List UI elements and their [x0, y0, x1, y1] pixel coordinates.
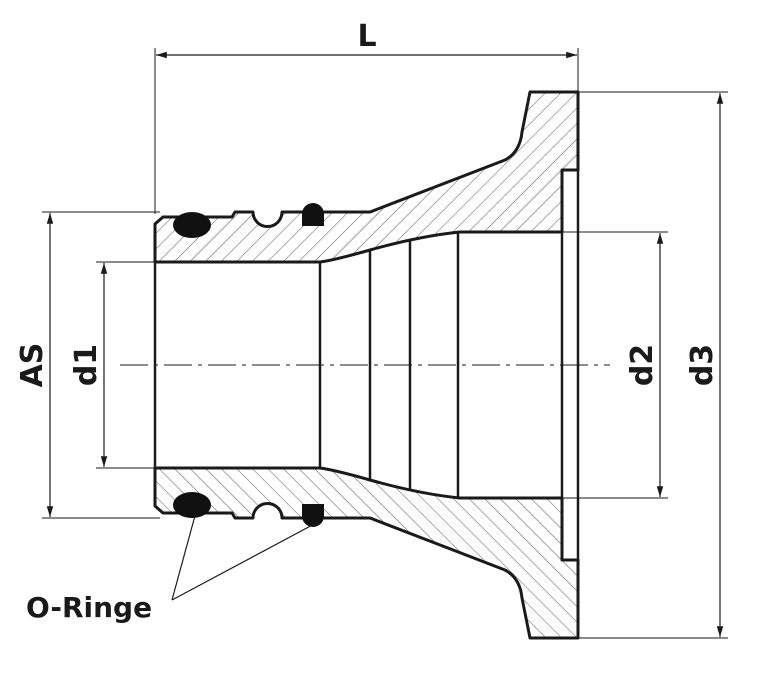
label-d1: d1 [69, 344, 104, 386]
body-section-top [153, 90, 580, 264]
body-section-bottom [153, 466, 580, 640]
dimension-lines [46, 51, 724, 637]
o-ring-leaders [171, 511, 319, 601]
label-o-rings: O-Ringe [26, 591, 152, 624]
label-L: L [357, 19, 376, 54]
label-d3: d3 [685, 344, 720, 386]
extension-lines [42, 48, 728, 639]
label-AS: AS [15, 343, 50, 388]
label-d2: d2 [625, 344, 660, 386]
